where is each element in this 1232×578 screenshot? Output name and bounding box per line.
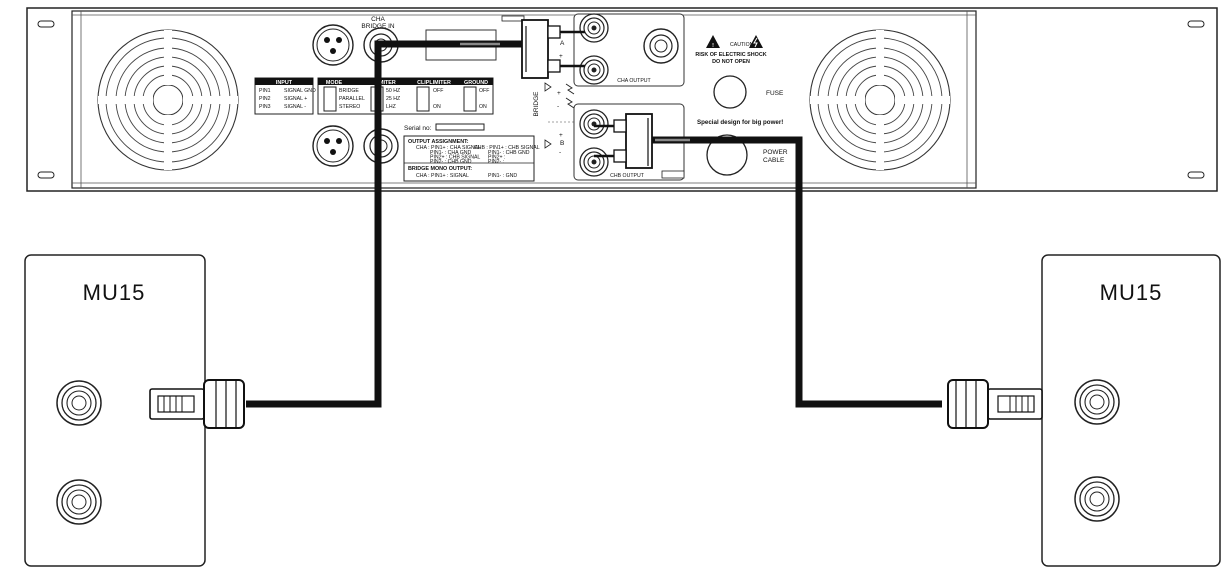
bridge-plus: + — [557, 90, 561, 97]
chb-output-label: CHB OUTPUT — [610, 173, 645, 179]
bridge-label: BRIDGE — [533, 91, 540, 117]
assignment-line: CHB : PIN1+ : CHB SIGNAL — [474, 145, 540, 151]
speakon-input-1 — [1074, 379, 1120, 425]
input-pin: PIN2 — [259, 96, 271, 102]
cha-speakon-output — [643, 28, 679, 64]
input-pin: PIN1 — [259, 88, 271, 94]
power-label: POWER — [763, 149, 788, 156]
cable-chb-to-right-speaker — [650, 136, 942, 408]
ground-header: GROUND — [464, 80, 488, 86]
cha-banana-plug — [501, 15, 585, 79]
bridge-in-label: BRIDGE IN — [361, 23, 395, 30]
cliplimiter-option: ON — [433, 104, 441, 110]
assignment-line: PIN1- : CHA GND — [430, 150, 471, 156]
lightning-triangle-icon — [749, 35, 763, 48]
speakon-plug-right — [947, 379, 1043, 429]
output-assignment-box: OUTPUT ASSIGNMENT: CHA : PIN1+ : CHA SIG… — [403, 135, 540, 182]
cha-xlr-input — [312, 24, 354, 66]
amplifier-rear-panel: CHA BRIDGE IN INPUT PIN1 SIGNAL GND PIN2… — [26, 7, 1218, 192]
switch-block: MODE LIMITER CLIPLIMITER GROUND BRIDGE P… — [317, 77, 494, 115]
rack-ear-hole — [1187, 20, 1205, 28]
caution-label: CAUTION — [730, 42, 754, 48]
speakon-input-2 — [56, 479, 102, 525]
limiter-option: 25 HZ — [386, 96, 400, 102]
bridge-minus: - — [557, 103, 559, 110]
terminal-plus: + — [559, 53, 563, 60]
terminal-minus: - — [559, 149, 561, 156]
rack-ear-hole — [37, 171, 55, 179]
speaker-model-label: MU15 — [1100, 280, 1163, 305]
chb-xlr-input — [312, 125, 354, 167]
serial-label: Serial no: — [404, 125, 432, 132]
terminal-b-label: B — [560, 140, 564, 147]
assignment-line: PIN2+ : — [488, 155, 505, 161]
svg-text:!: ! — [712, 43, 714, 49]
rack-ear-hole — [1187, 171, 1205, 179]
input-table: INPUT PIN1 SIGNAL GND PIN2 SIGNAL + PIN3… — [254, 77, 316, 115]
bridge-arrow — [565, 83, 575, 95]
bridge-line: PIN1- : GND — [488, 173, 517, 179]
rack-ear-hole — [37, 20, 55, 28]
warning-triangle-icon — [706, 35, 720, 48]
assignment-line: PIN2+ : CHB SIGNAL — [430, 155, 480, 161]
speaker-left: MU15 — [24, 254, 206, 567]
cliplimiter-header: CLIPLIMITER — [417, 80, 451, 86]
special-design-label: Special design for big power! — [697, 119, 783, 126]
terminal-plus: + — [559, 132, 563, 139]
input-signal: SIGNAL - — [284, 104, 306, 110]
risk-label: RISK OF ELECTRIC SHOCK — [695, 52, 766, 58]
assignment-line: PIN1- : CHB GND — [488, 150, 530, 156]
mode-switch — [323, 86, 337, 112]
speakon-input-1 — [56, 380, 102, 426]
power-inlet — [706, 134, 748, 176]
cliplimiter-option: OFF — [433, 88, 443, 94]
assignment-line: CHA : PIN1+ : CHA SIGNAL — [416, 145, 481, 151]
mode-option: BRIDGE — [339, 88, 359, 94]
input-pin: PIN3 — [259, 104, 271, 110]
ground-option: OFF — [479, 88, 489, 94]
bridge-line: CHA : PIN1+ : SIGNAL — [416, 173, 469, 179]
chb-banana-plug — [594, 113, 653, 169]
cliplimiter-switch — [416, 86, 430, 112]
output-assignment-header: OUTPUT ASSIGNMENT: — [408, 139, 469, 145]
cha-output-panel: CHA OUTPUT A - + — [559, 13, 685, 87]
terminal-a-label: A — [560, 40, 565, 47]
mode-header: MODE — [326, 80, 343, 86]
ground-option: ON — [479, 104, 487, 110]
mode-option: PARALLEL — [339, 96, 365, 102]
caution-warning: ! CAUTION RISK OF ELECTRIC SHOCK DO NOT … — [695, 35, 767, 65]
ground-switch — [463, 86, 477, 112]
serial-box — [435, 123, 485, 131]
limiter-header: LIMITER — [374, 80, 396, 86]
cable-label: CABLE — [763, 157, 785, 164]
speaker-model-label: MU15 — [83, 280, 146, 305]
fuse-label: FUSE — [766, 90, 784, 97]
input-signal: SIGNAL GND — [284, 88, 316, 94]
mode-option: STEREO — [339, 104, 360, 110]
do-not-open-label: DO NOT OPEN — [712, 59, 750, 65]
bridge-mono-header: BRIDGE MONO OUTPUT: — [408, 166, 472, 172]
input-header: INPUT — [276, 80, 293, 86]
cha-output-label: CHA OUTPUT — [617, 78, 651, 84]
cable-cha-to-left-speaker — [246, 40, 524, 408]
assignment-line: PIN2- : CHB GND — [430, 159, 472, 165]
limiter-option: LHZ — [386, 104, 396, 110]
bridge-arrow — [565, 97, 575, 109]
speakon-input-2 — [1074, 476, 1120, 522]
assignment-line: PIN2- : — [488, 159, 504, 165]
cha-label: CHA — [371, 16, 385, 23]
limiter-option: 50 HZ — [386, 88, 400, 94]
input-signal: SIGNAL + — [284, 96, 307, 102]
speaker-right: MU15 — [1041, 254, 1221, 567]
fuse-holder — [713, 75, 747, 109]
